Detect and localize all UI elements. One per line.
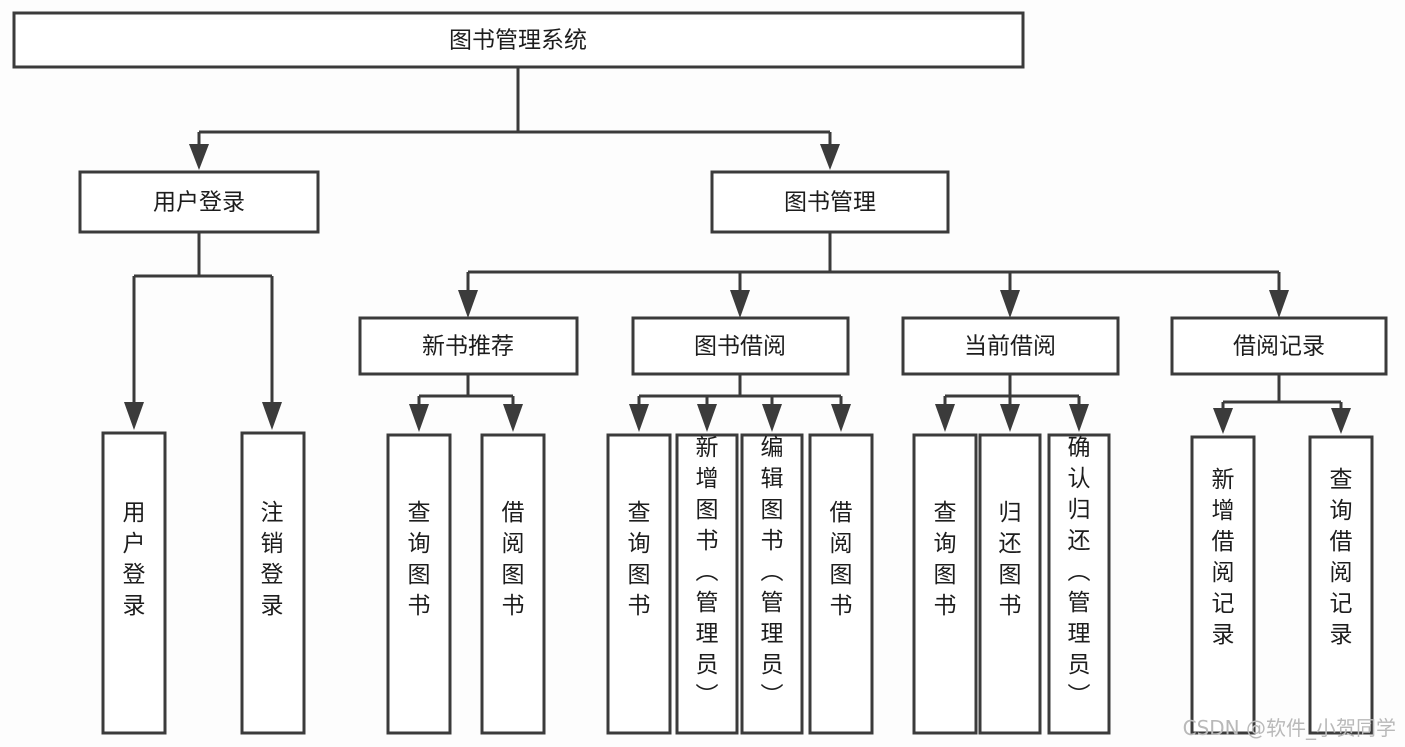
leaf-query-book-rec-box[interactable]: [386, 433, 452, 735]
leaf-user-login-box[interactable]: [101, 431, 167, 735]
leaf-query-book-current-box[interactable]: [912, 433, 978, 735]
leaf-add-book-admin[interactable]: 新增图书︵管理员︶: [675, 433, 739, 735]
arrow-leaf-user-login: [124, 402, 144, 430]
leaf-user-login-label: 用户登录: [123, 500, 146, 619]
node-current-borrow-label: 当前借阅: [964, 334, 1056, 360]
node-current-borrow[interactable]: 当前借阅: [901, 316, 1120, 376]
leaf-add-borrow-record-label: 新增借阅记录: [1212, 467, 1235, 648]
arrow-leaf-add-book-admin: [697, 404, 717, 432]
node-new-book-recommend[interactable]: 新书推荐: [358, 316, 579, 376]
node-book-borrow-box[interactable]: [631, 316, 850, 376]
node-root-label: 图书管理系统: [449, 28, 587, 54]
leaf-query-book-borrow-label: 查询图书: [628, 500, 651, 619]
leaf-borrow-book-rec[interactable]: 借阅图书: [480, 433, 546, 735]
node-book-borrow-label: 图书借阅: [694, 334, 786, 360]
leaf-query-borrow-record-label: 查询借阅记录: [1330, 467, 1353, 648]
arrow-new-book-recommend: [458, 290, 478, 318]
arrow-borrow-record: [1269, 290, 1289, 318]
node-user-login-box[interactable]: [78, 170, 320, 234]
arrow-current-borrow: [1000, 290, 1020, 318]
node-borrow-record-box[interactable]: [1170, 316, 1388, 376]
arrow-leaf-borrow-book: [831, 404, 851, 432]
node-book-manage-label: 图书管理: [784, 190, 876, 216]
leaf-confirm-return-admin-box[interactable]: [1047, 433, 1111, 735]
node-book-borrow[interactable]: 图书借阅: [631, 316, 850, 376]
leaf-add-book-admin-label: 新增图书︵管理员︶: [696, 435, 719, 709]
arrow-user-login: [189, 144, 209, 170]
arrow-leaf-query-book-rec: [409, 404, 429, 432]
arrow-leaf-edit-book-admin: [762, 404, 782, 432]
arrow-leaf-borrow-book-rec: [503, 404, 523, 432]
leaf-borrow-book[interactable]: 借阅图书: [808, 433, 874, 735]
arrow-book-manage: [820, 144, 840, 170]
node-root[interactable]: 图书管理系统: [12, 11, 1025, 69]
connector-layer: [124, 67, 1351, 434]
leaf-edit-book-admin-box[interactable]: [740, 433, 804, 735]
arrow-leaf-user-logout: [262, 402, 282, 430]
leaf-query-book-rec[interactable]: 查询图书: [386, 433, 452, 735]
leaf-user-login[interactable]: 用户登录: [101, 431, 167, 735]
node-root-box[interactable]: [12, 11, 1025, 69]
node-user-login-label: 用户登录: [153, 190, 245, 216]
leaf-edit-book-admin-label: 编辑图书︵管理员︶: [761, 435, 784, 709]
arrow-book-borrow: [730, 290, 750, 318]
arrow-leaf-query-book-borrow: [629, 404, 649, 432]
node-new-book-recommend-box[interactable]: [358, 316, 579, 376]
arrow-leaf-add-borrow-record: [1213, 408, 1233, 434]
leaf-user-logout[interactable]: 注销登录: [240, 431, 306, 735]
node-borrow-record[interactable]: 借阅记录: [1170, 316, 1388, 376]
node-borrow-record-label: 借阅记录: [1233, 334, 1325, 360]
leaf-return-book[interactable]: 归还图书: [978, 433, 1042, 735]
leaf-add-book-admin-box[interactable]: [675, 433, 739, 735]
leaf-borrow-book-box[interactable]: [808, 433, 874, 735]
leaf-confirm-return-admin-label: 确认归还︵管理员︶: [1068, 435, 1091, 709]
arrow-leaf-query-book-current: [935, 404, 955, 432]
node-book-manage[interactable]: 图书管理: [710, 170, 950, 234]
arrow-leaf-query-borrow-record: [1331, 408, 1351, 434]
node-current-borrow-box[interactable]: [901, 316, 1120, 376]
leaf-borrow-book-label: 借阅图书: [830, 500, 853, 619]
arrow-leaf-confirm-return-admin: [1069, 404, 1089, 432]
leaf-borrow-book-rec-box[interactable]: [480, 433, 546, 735]
leaf-query-book-current[interactable]: 查询图书: [912, 433, 978, 735]
leaf-edit-book-admin[interactable]: 编辑图书︵管理员︶: [740, 433, 804, 735]
leaf-user-logout-box[interactable]: [240, 431, 306, 735]
leaf-query-book-borrow[interactable]: 查询图书: [606, 433, 672, 735]
leaf-user-logout-label: 注销登录: [261, 500, 284, 619]
leaf-query-book-borrow-box[interactable]: [606, 433, 672, 735]
node-new-book-recommend-label: 新书推荐: [422, 334, 514, 360]
node-book-manage-box[interactable]: [710, 170, 950, 234]
leaf-query-book-current-label: 查询图书: [934, 500, 957, 619]
leaf-confirm-return-admin[interactable]: 确认归还︵管理员︶: [1047, 433, 1111, 735]
leaf-return-book-label: 归还图书: [999, 500, 1022, 619]
csdn-watermark: CSDN @软件_小贺同学: [1183, 716, 1396, 740]
leaf-query-book-rec-label: 查询图书: [408, 500, 431, 619]
leaf-add-borrow-record[interactable]: 新增借阅记录: [1190, 435, 1256, 735]
arrow-leaf-return-book: [1000, 404, 1020, 432]
leaf-query-borrow-record-box[interactable]: [1308, 435, 1374, 735]
leaf-query-borrow-record[interactable]: 查询借阅记录: [1308, 435, 1374, 735]
leaf-add-borrow-record-box[interactable]: [1190, 435, 1256, 735]
node-user-login[interactable]: 用户登录: [78, 170, 320, 234]
leaf-return-book-box[interactable]: [978, 433, 1042, 735]
leaf-borrow-book-rec-label: 借阅图书: [502, 500, 525, 619]
